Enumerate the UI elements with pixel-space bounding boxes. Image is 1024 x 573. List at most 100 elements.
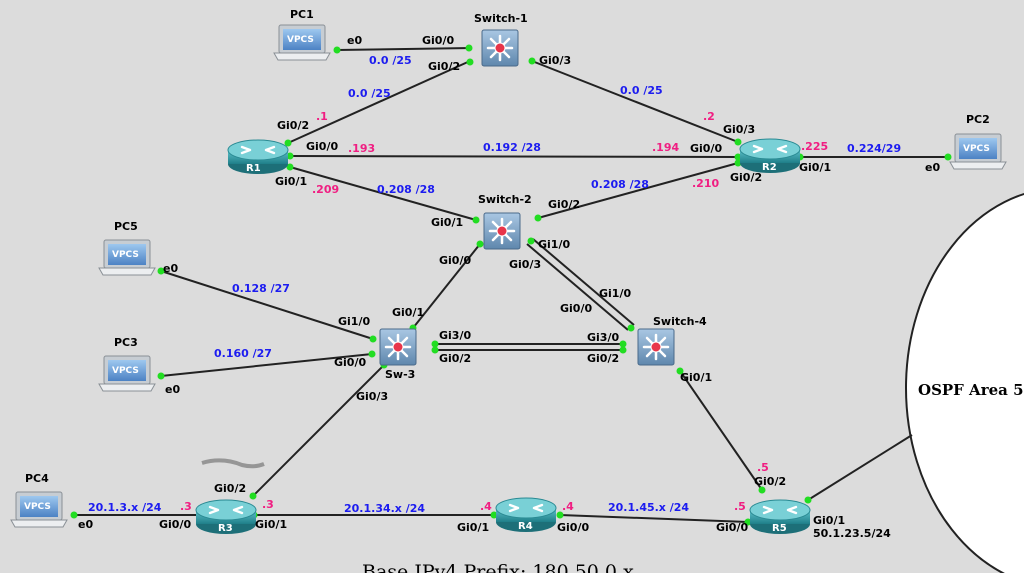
port-label: Gi0/0 — [690, 142, 722, 155]
port-dot — [944, 153, 952, 161]
port-dot — [619, 340, 627, 348]
port-dot — [157, 372, 165, 380]
port-dot — [431, 346, 439, 354]
host-label: .193 — [348, 142, 375, 155]
l3-switch-icon — [482, 211, 522, 251]
port-label: Gi0/1 — [799, 161, 831, 174]
switch-4[interactable] — [636, 327, 676, 367]
port-dot — [284, 139, 292, 147]
port-dot — [368, 350, 376, 358]
router-r4-label: R4 — [518, 521, 533, 532]
pc2[interactable]: VPCS — [949, 133, 1007, 170]
ospf-area-circle — [905, 193, 1024, 573]
port-dot — [286, 163, 294, 171]
subnet-label: 20.1.34.x /24 — [344, 502, 425, 515]
host-label: .1 — [316, 110, 328, 123]
pc5-label: PC5 — [114, 220, 138, 233]
port-dot — [157, 267, 165, 275]
port-dot — [734, 138, 742, 146]
port-dot — [534, 214, 542, 222]
host-label: .4 — [480, 500, 492, 513]
switch-1-label: Switch-1 — [474, 12, 528, 25]
links — [74, 47, 948, 523]
host-label: .225 — [801, 140, 828, 153]
port-label: Gi0/1 — [680, 371, 712, 384]
router-r5-label: R5 — [772, 523, 787, 534]
port-dot — [466, 58, 474, 66]
port-dot — [472, 216, 480, 224]
subnet-label: 0.160 /27 — [214, 347, 272, 360]
port-dot — [465, 44, 473, 52]
link-sw2-sw3 — [412, 243, 481, 329]
port-label: e0 — [347, 34, 362, 47]
base-prefix-caption: Base IPv4 Prefix: 180.50.0.x — [362, 561, 634, 573]
port-dot — [70, 511, 78, 519]
port-label: Gi0/1 — [392, 306, 424, 319]
link-sw1-r2 — [531, 60, 739, 143]
link-r1-sw1 — [287, 60, 471, 144]
port-label: Gi0/2 — [214, 482, 246, 495]
port-dot — [804, 496, 812, 504]
link-pc5-sw3 — [160, 270, 374, 340]
link-sw2-sw4-a — [532, 238, 635, 326]
l3-switch-icon — [378, 327, 418, 367]
port-label: Gi0/3 — [723, 123, 755, 136]
port-label: Gi3/0 — [439, 329, 471, 342]
switch-1[interactable] — [480, 28, 520, 68]
pc3[interactable]: VPCS — [98, 355, 156, 392]
port-label: Gi0/1 — [813, 514, 845, 527]
host-label: .5 — [734, 500, 746, 513]
port-label: Gi0/2 — [428, 60, 460, 73]
subnet-label: 0.128 /27 — [232, 282, 290, 295]
port-label: Gi1/0 — [599, 287, 631, 300]
port-labels: e0 Gi0/0 Gi0/2 Gi0/3 Gi0/2 Gi0/0 Gi0/1 G… — [78, 34, 940, 534]
port-dot — [528, 57, 536, 65]
port-label: e0 — [165, 383, 180, 396]
router-r1-label: R1 — [246, 163, 261, 174]
host-label: .194 — [652, 141, 679, 154]
subnet-label: 0.0 /25 — [369, 54, 412, 67]
subnet-label: 20.1.45.x /24 — [608, 501, 689, 514]
port-label: Gi0/3 — [356, 390, 388, 403]
link-sw2-r2 — [537, 162, 739, 219]
port-label: Gi0/0 — [334, 356, 366, 369]
port-label: Gi0/3 — [509, 258, 541, 271]
l3-switch-icon — [480, 28, 520, 68]
port-label: Gi0/2 — [754, 475, 786, 488]
port-label: e0 — [925, 161, 940, 174]
host-label: .3 — [180, 500, 192, 513]
port-label: Gi0/2 — [548, 198, 580, 211]
router-r2-label: R2 — [762, 162, 777, 173]
subnet-label: 0.0 /25 — [348, 87, 391, 100]
pc5[interactable]: VPCS — [98, 239, 156, 276]
port-dot — [744, 518, 752, 526]
pc4[interactable]: VPCS — [10, 491, 68, 528]
port-dot — [556, 511, 564, 519]
port-label: Gi0/2 — [730, 171, 762, 184]
host-label: .3 — [262, 498, 274, 511]
port-dot — [490, 511, 498, 519]
switch-3[interactable] — [378, 327, 418, 367]
switch-4-label: Switch-4 — [653, 315, 707, 328]
subnet-label: 0.192 /28 — [483, 141, 541, 154]
pc4-label: PC4 — [25, 472, 49, 485]
vpcs-label: VPCS — [24, 502, 51, 512]
switch-2[interactable] — [482, 211, 522, 251]
port-label: Gi0/0 — [716, 521, 748, 534]
pc1[interactable]: VPCS — [273, 24, 331, 61]
pc3-label: PC3 — [114, 336, 138, 349]
port-dot — [333, 46, 341, 54]
subnet-label: 0.208 /28 — [377, 183, 435, 196]
scribble-mark — [201, 458, 265, 469]
port-dot — [431, 340, 439, 348]
link-sw2-sw4-b — [526, 243, 629, 331]
pc1-label: PC1 — [290, 8, 314, 21]
port-label: Gi0/0 — [560, 302, 592, 315]
l3-switch-icon — [636, 327, 676, 367]
vpcs-label: VPCS — [112, 366, 139, 376]
port-label: Gi3/0 — [587, 331, 619, 344]
host-label: .209 — [312, 183, 339, 196]
link-r1-r2 — [289, 155, 739, 158]
port-dot — [734, 159, 742, 167]
port-label: Gi0/1 — [275, 175, 307, 188]
